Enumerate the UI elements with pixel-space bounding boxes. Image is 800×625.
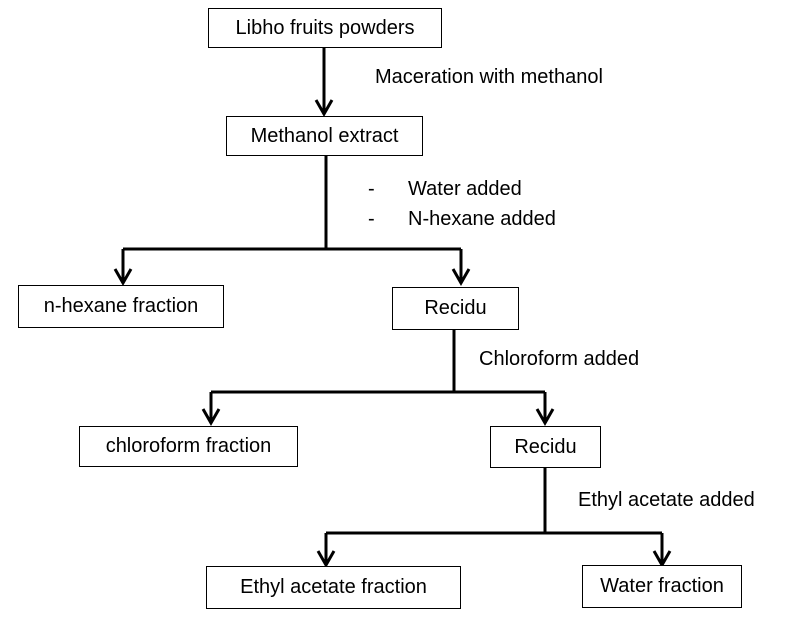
label-water-added: Water added [408,178,522,200]
label-nhexane-added: N-hexane added [408,208,556,230]
node-libho-powder: Libho fruits powders [208,8,442,48]
arrowhead-extract [314,99,334,118]
arrowhead-chloroform [201,408,221,427]
arrowhead-recidu-1 [451,268,471,287]
node-recidu-1: Recidu [392,287,519,330]
bullet-water-added: - [368,178,375,200]
node-nhexane-fraction: n-hexane fraction [18,285,224,328]
arrowhead-recidu-2 [535,408,555,427]
node-chloroform-fraction: chloroform fraction [79,426,298,467]
arrowhead-ethyl-acetate [316,550,336,569]
node-methanol-extract: Methanol extract [226,116,423,156]
arrowhead-nhexane [113,268,133,287]
bullet-nhexane-added: - [368,208,375,230]
node-recidu-2: Recidu [490,426,601,468]
node-water-fraction: Water fraction [582,565,742,608]
label-chloroform-added: Chloroform added [479,348,640,370]
label-maceration: Maceration with methanol [375,66,603,88]
node-ethyl-acetate-fraction: Ethyl acetate fraction [206,566,461,609]
label-ethyl-acetate-added: Ethyl acetate added [578,489,755,511]
